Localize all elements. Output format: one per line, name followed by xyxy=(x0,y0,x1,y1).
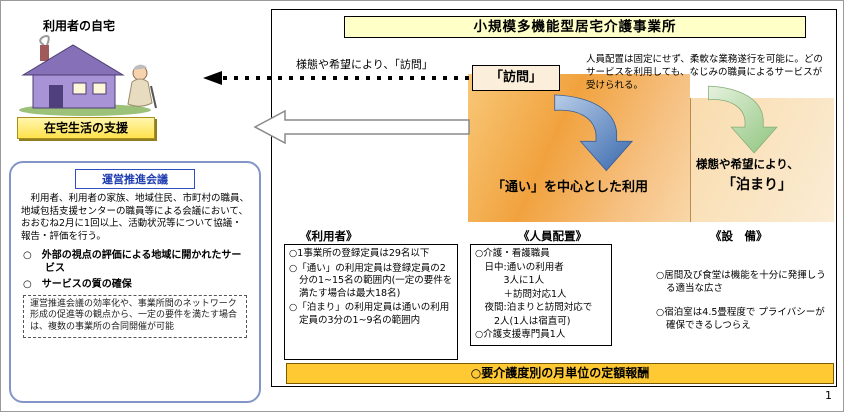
house-illustration xyxy=(19,35,157,116)
equipment-item: ○居間及び食堂は機能を十分に発揮しうる適当な広さ xyxy=(656,270,826,294)
users-item: ○「通い」の利用定員は登録定員の2分の1~15名の範囲内(一定の要件を満たす場合… xyxy=(289,262,453,299)
facility-to-home-arrow xyxy=(253,109,470,145)
council-bullets: ○ 外部の視点の評価による地域に開かれたサービス ○ サービスの質の確保 xyxy=(23,249,251,291)
council-body: 利用者、利用者の家族、地域住民、市町村の職員、地域包括支援センターの職員等による… xyxy=(21,193,250,242)
staffing-line: ＋訪問対応1人 xyxy=(475,288,567,300)
page-number: 1 xyxy=(825,389,832,402)
flexible-staffing-note: 人員配置は固定にせず、柔軟な業務遂行を可能に。どのサービスを利用しても、なじみの… xyxy=(586,54,823,91)
users-column-header: 《利用者》 xyxy=(300,229,358,243)
staffing-line: 3人に1人 xyxy=(475,275,545,287)
visit-to-kayoi-arrow xyxy=(554,94,634,172)
home-support-banner: 在宅生活の支援 xyxy=(17,117,155,139)
visit-to-home-dotted-arrow xyxy=(203,71,471,85)
staffing-line: 夜間:泊まりと訪問対応で xyxy=(475,302,593,314)
staffing-column-header: 《人員配置》 xyxy=(518,229,587,243)
council-panel: 運営推進会議 利用者、利用者の家族、地域住民、市町村の職員、地域包括支援センター… xyxy=(9,161,261,403)
visit-box: 「訪問」 xyxy=(472,65,560,91)
users-capacity-box: ○1事業所の登録定員は29名以下 ○「通い」の利用定員は登録定員の2分の1~15… xyxy=(284,244,458,360)
kayoi-to-tomari-arrow xyxy=(708,85,778,154)
council-title: 運営推進会議 xyxy=(75,169,195,189)
staffing-line: 日中:通いの利用者 xyxy=(475,261,564,273)
council-bullet: ○ サービスの質の確保 xyxy=(23,278,132,290)
stay-label: 「泊まり」 xyxy=(722,177,792,193)
staffing-line: 2人(1人は宿直可) xyxy=(475,315,571,327)
equipment-column-header: 《設 備》 xyxy=(710,229,768,243)
visit-note: 様態や希望により、「訪問」 xyxy=(296,58,433,71)
staffing-line: ○介護・看護職員 xyxy=(475,248,550,259)
equipment-item: ○宿泊室は4.5畳程度で プライバシーが確保できるしつらえ xyxy=(656,307,825,331)
council-joint-holding-note: 運営推進会議の効率化や、事業所間のネットワーク形成の促進等の観点から、一定の要件… xyxy=(23,294,247,339)
users-item: ○1事業所の登録定員は29名以下 xyxy=(289,248,430,259)
facility-panel: 小規模多機能型居宅介護事業所 様態や希望により、「訪問」 人員配置は固定にせず、… xyxy=(271,9,837,387)
home-label: 利用者の自宅 xyxy=(43,19,116,33)
users-item: ○「泊まり」の利用定員は通いの利用定員の3分の1~9名の範囲内 xyxy=(289,302,450,326)
flat-rate-remuneration-bar: ○要介護度別の月単位の定額報酬 xyxy=(286,363,834,384)
kayoi-center-label: 「通い」を中心とした利用 xyxy=(492,180,649,195)
council-bullet: ○ 外部の視点の評価による地域に開かれたサービス xyxy=(23,249,242,274)
staffing-box: ○介護・看護職員 日中:通いの利用者 3人に1人 ＋訪問対応1人 夜間:泊まりと… xyxy=(470,244,612,346)
equipment-list: ○居間及び食堂は機能を十分に発揮しうる適当な広さ ○宿泊室は4.5畳程度で プラ… xyxy=(656,270,832,344)
stay-note: 様態や希望により、 xyxy=(696,157,799,171)
facility-title: 小規模多機能型居宅介護事業所 xyxy=(344,16,806,38)
staffing-line: ○介護支援専門員1人 xyxy=(475,329,566,341)
